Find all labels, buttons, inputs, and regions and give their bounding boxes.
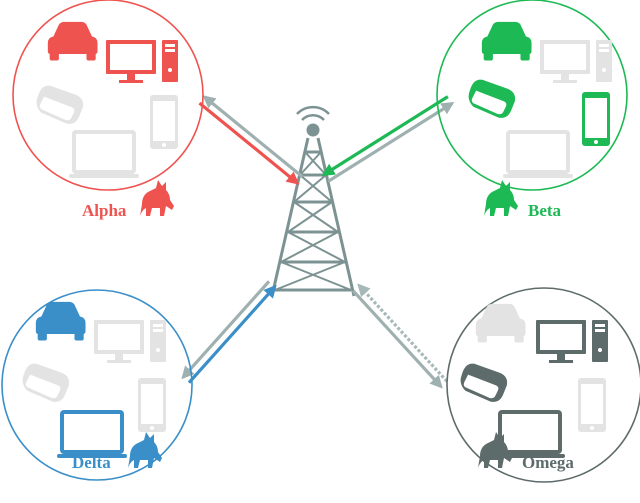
car-icon [35, 301, 86, 341]
desktop-computer-icon [540, 40, 612, 83]
beta-downlink-arrow [327, 102, 455, 183]
omega-group: Omega [446, 287, 640, 483]
wolf-icon [484, 180, 518, 216]
omega-label: Omega [522, 453, 574, 472]
desktop-computer-icon [536, 320, 608, 363]
smartphone-icon [582, 92, 610, 146]
links [181, 95, 455, 389]
wolf-icon [140, 180, 174, 216]
alpha-downlink-arrow [202, 95, 304, 179]
smartwatch-icon [22, 363, 70, 402]
smartphone-icon [138, 378, 166, 432]
alpha-group: Alpha [12, 0, 204, 220]
delta-label: Delta [72, 453, 111, 472]
delta-group: Delta [1, 289, 193, 481]
beta-group: Beta [436, 0, 628, 220]
tablet-icon [69, 130, 139, 178]
delta-uplink-arrow [187, 284, 277, 384]
omega-uplink-arrow [357, 283, 449, 383]
alpha-label: Alpha [82, 201, 127, 220]
tablet-icon [57, 410, 127, 458]
beta-uplink-arrow [321, 95, 449, 176]
smartphone-icon [150, 95, 178, 149]
tablet-icon [503, 130, 573, 178]
smartwatch-icon [460, 363, 508, 402]
delta-downlink-arrow [181, 280, 271, 380]
desktop-computer-icon [106, 40, 178, 83]
beta-label: Beta [528, 201, 562, 220]
car-icon [481, 21, 532, 61]
cell-tower-icon [270, 105, 356, 297]
alpha-boundary-circle [12, 0, 204, 191]
beta-boundary-circle [436, 0, 628, 191]
delta-boundary-circle [1, 289, 193, 481]
smartwatch-icon [468, 79, 516, 118]
alpha-uplink-arrow [198, 101, 300, 185]
desktop-computer-icon [94, 320, 166, 363]
omega-boundary-circle [446, 287, 640, 483]
omega-downlink-arrow [351, 289, 443, 389]
smartwatch-icon [36, 85, 84, 124]
smartphone-icon [578, 378, 606, 432]
car-icon [47, 21, 98, 61]
wolf-icon [128, 432, 162, 468]
